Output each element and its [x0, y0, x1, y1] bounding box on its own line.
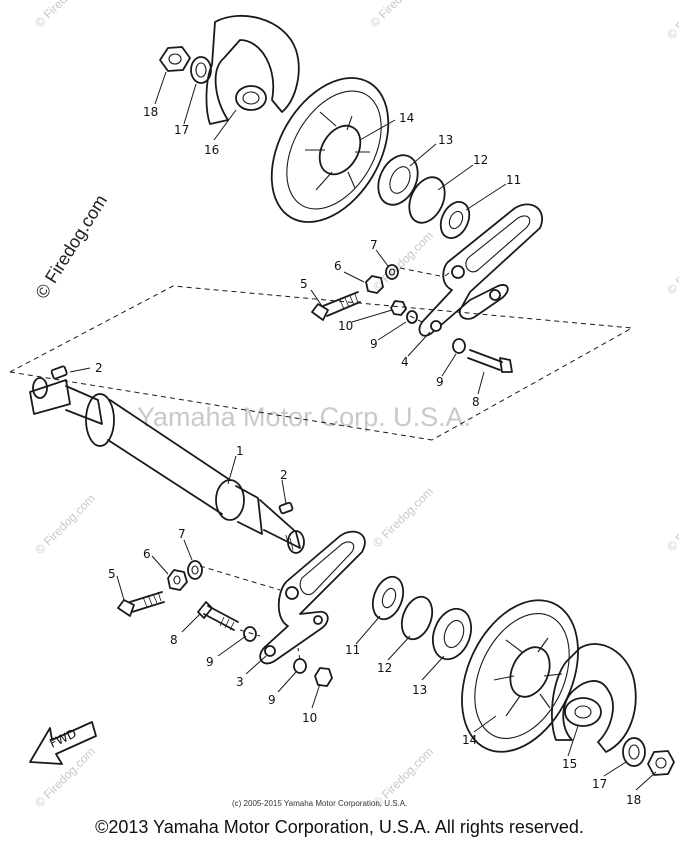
- circlip-bottom: [400, 595, 434, 641]
- washer-small-bottom: [187, 560, 203, 580]
- label-2-bottom: 2: [280, 468, 288, 482]
- nut-top: [159, 46, 191, 72]
- label-9-top-a: 9: [370, 337, 378, 351]
- nut-bottom: [647, 750, 675, 776]
- watermark-tile: © Firedog.com: [32, 744, 98, 810]
- label-8-top: 8: [472, 395, 480, 409]
- washer-9-bottom-b: [293, 658, 307, 674]
- label-12-top: 12: [473, 153, 488, 167]
- lock-nut-bottom: [314, 667, 333, 687]
- label-2-top: 2: [95, 361, 103, 375]
- washer-bottom: [622, 737, 646, 767]
- label-7-top: 7: [370, 238, 378, 252]
- guard-top: [205, 14, 300, 125]
- washer-top: [190, 56, 212, 84]
- diagram-copyright: (c) 2005-2015 Yamaha Motor Corporation, …: [232, 799, 407, 808]
- label-9-bottom-a: 9: [206, 655, 214, 669]
- watermark-tile: © Firedog.com: [664, 0, 679, 42]
- label-9-bottom-b: 9: [268, 693, 276, 707]
- label-17-top: 17: [174, 123, 189, 137]
- assembly-lines-bottom: [199, 565, 301, 661]
- assembly-lines-top: [399, 267, 454, 323]
- wheel-bottom: [461, 599, 579, 753]
- bolt-8-bottom: [197, 601, 239, 631]
- washer-9-top-b: [452, 338, 466, 354]
- label-12-bottom: 12: [377, 661, 392, 675]
- label-4: 4: [401, 355, 409, 369]
- washer-9-top-a: [406, 310, 418, 324]
- washer-9-bottom-a: [243, 626, 257, 642]
- label-5-top: 5: [300, 277, 308, 291]
- label-7-bottom: 7: [178, 527, 186, 541]
- label-9-top-b: 9: [436, 375, 444, 389]
- bolt-top: [311, 291, 361, 321]
- guard-bottom: [551, 643, 637, 753]
- watermark-main: Yamaha Motor Corp. U.S.A.: [137, 402, 471, 432]
- reference-box: [9, 285, 634, 441]
- watermark-tile: © Firedog.com: [32, 0, 98, 30]
- label-8-bottom: 8: [170, 633, 178, 647]
- label-5-bottom: 5: [108, 567, 116, 581]
- part-number-labels: 18 17 16 14 13 12 11 7 6 5 10 9 4 9 8 2 …: [95, 105, 641, 807]
- label-17-bottom: 17: [592, 777, 607, 791]
- label-11-top: 11: [506, 173, 521, 187]
- key-bottom: [278, 501, 294, 515]
- label-14-top: 14: [399, 111, 414, 125]
- label-14-bottom: 14: [462, 733, 477, 747]
- label-3: 3: [236, 675, 244, 689]
- bearing-top: [377, 154, 419, 206]
- watermark-tile: © Firedog.com: [370, 484, 436, 550]
- watermark-tile: © Firedog.com: [664, 488, 679, 554]
- thrust-washer-bottom: [371, 575, 405, 621]
- bolt-bottom: [117, 591, 165, 617]
- thrust-washer-top: [439, 201, 471, 239]
- lock-nut-top: [390, 300, 407, 316]
- watermark-tile: © Firedog.com: [664, 231, 679, 297]
- footer-copyright: ©2013 Yamaha Motor Corporation, U.S.A. A…: [95, 817, 584, 837]
- label-6-top: 6: [334, 259, 342, 273]
- label-6-bottom: 6: [143, 547, 151, 561]
- watermark-tile: © Firedog.com: [367, 0, 433, 30]
- nut-small-bottom: [167, 569, 188, 591]
- label-15: 15: [562, 757, 577, 771]
- key-top: [50, 365, 68, 380]
- watermark-tile: © Firedog.com: [32, 491, 98, 557]
- circlip-top: [408, 176, 446, 224]
- label-13-bottom: 13: [412, 683, 427, 697]
- label-18-top: 18: [143, 105, 158, 119]
- watermark-tile: © Firedog.com: [370, 228, 436, 294]
- label-13-top: 13: [438, 133, 453, 147]
- wheel-top: [270, 77, 390, 223]
- label-1: 1: [236, 444, 244, 458]
- bearing-bottom: [431, 607, 473, 661]
- nut-small-top: [365, 275, 384, 294]
- label-10-bottom: 10: [302, 711, 317, 725]
- label-16: 16: [204, 143, 219, 157]
- bolt-8-top: [467, 349, 513, 373]
- label-11-bottom: 11: [345, 643, 360, 657]
- axle-shaft: [29, 377, 305, 554]
- fwd-label: FWD: [47, 726, 78, 751]
- arm-bottom: [259, 530, 366, 665]
- leader-lines: [69, 71, 657, 791]
- watermark-side: © Firedog.com: [31, 191, 111, 302]
- arm-top: [418, 203, 543, 337]
- label-18-bottom: 18: [626, 793, 641, 807]
- label-10-top: 10: [338, 319, 353, 333]
- washer-small-top: [385, 264, 399, 280]
